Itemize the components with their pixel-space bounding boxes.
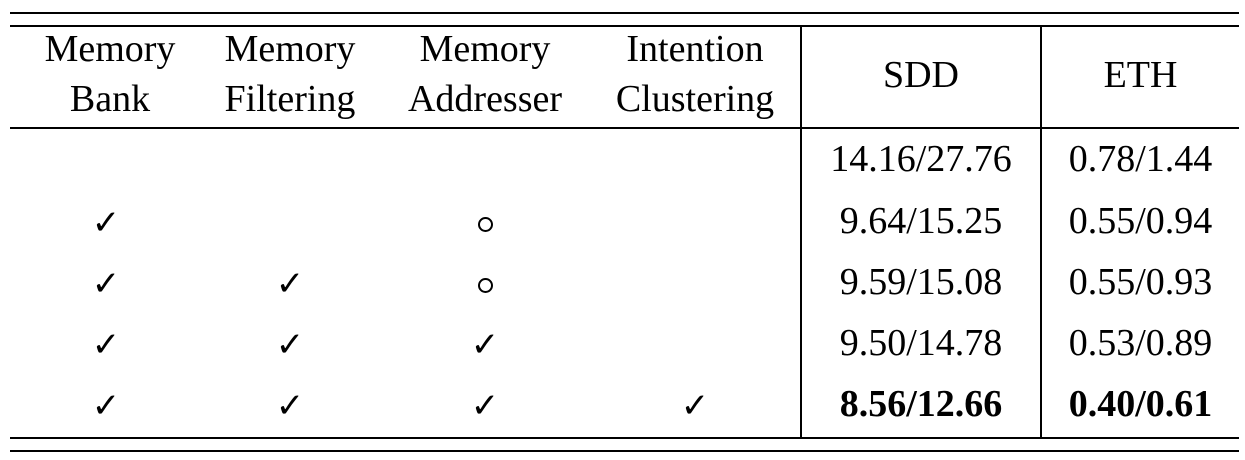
header-intention-clustering: Intention Clustering	[595, 24, 795, 124]
header-line: Memory	[419, 28, 551, 70]
check-icon: ✓	[275, 264, 305, 304]
bottom-rule	[10, 450, 1239, 452]
header-line: Intention	[626, 28, 764, 70]
header-eth: ETH	[1103, 54, 1178, 96]
check-icon: ✓	[91, 203, 121, 243]
sdd-value: 8.56/12.66	[839, 383, 1003, 425]
header-line: Filtering	[224, 78, 356, 120]
check-icon: ✓	[470, 325, 500, 365]
eth-value: 0.55/0.94	[1068, 200, 1213, 242]
top-rule-inner	[10, 25, 1239, 27]
eth-value: 0.53/0.89	[1068, 322, 1213, 364]
check-icon: ✓	[470, 386, 500, 426]
bottom-rule-inner	[10, 437, 1239, 439]
header-line: Clustering	[615, 78, 775, 120]
sdd-value: 9.64/15.25	[839, 200, 1003, 242]
check-icon: ✓	[91, 386, 121, 426]
header-memory-addresser: Memory Addresser	[390, 24, 580, 124]
header-memory-bank: Memory Bank	[30, 24, 190, 124]
eth-value: 0.40/0.61	[1068, 383, 1213, 425]
header-line: Memory	[44, 28, 176, 70]
eth-value: 0.78/1.44	[1068, 138, 1213, 180]
column-divider-sdd	[800, 25, 802, 439]
circle-icon	[478, 278, 493, 293]
check-icon: ✓	[275, 325, 305, 365]
check-icon: ✓	[91, 264, 121, 304]
header-line: Bank	[69, 78, 151, 120]
header-rule	[10, 127, 1239, 129]
eth-value: 0.55/0.93	[1068, 261, 1213, 303]
check-icon: ✓	[680, 386, 710, 426]
top-rule	[10, 12, 1239, 14]
column-divider-eth	[1040, 25, 1042, 439]
header-memory-filtering: Memory Filtering	[205, 24, 375, 124]
header-sdd: SDD	[882, 54, 960, 96]
circle-icon	[478, 217, 493, 232]
header-line: Addresser	[407, 78, 563, 120]
sdd-value: 9.50/14.78	[839, 322, 1003, 364]
check-icon: ✓	[275, 386, 305, 426]
check-icon: ✓	[91, 325, 121, 365]
sdd-value: 14.16/27.76	[830, 138, 1012, 180]
header-line: Memory	[224, 28, 356, 70]
sdd-value: 9.59/15.08	[839, 261, 1003, 303]
